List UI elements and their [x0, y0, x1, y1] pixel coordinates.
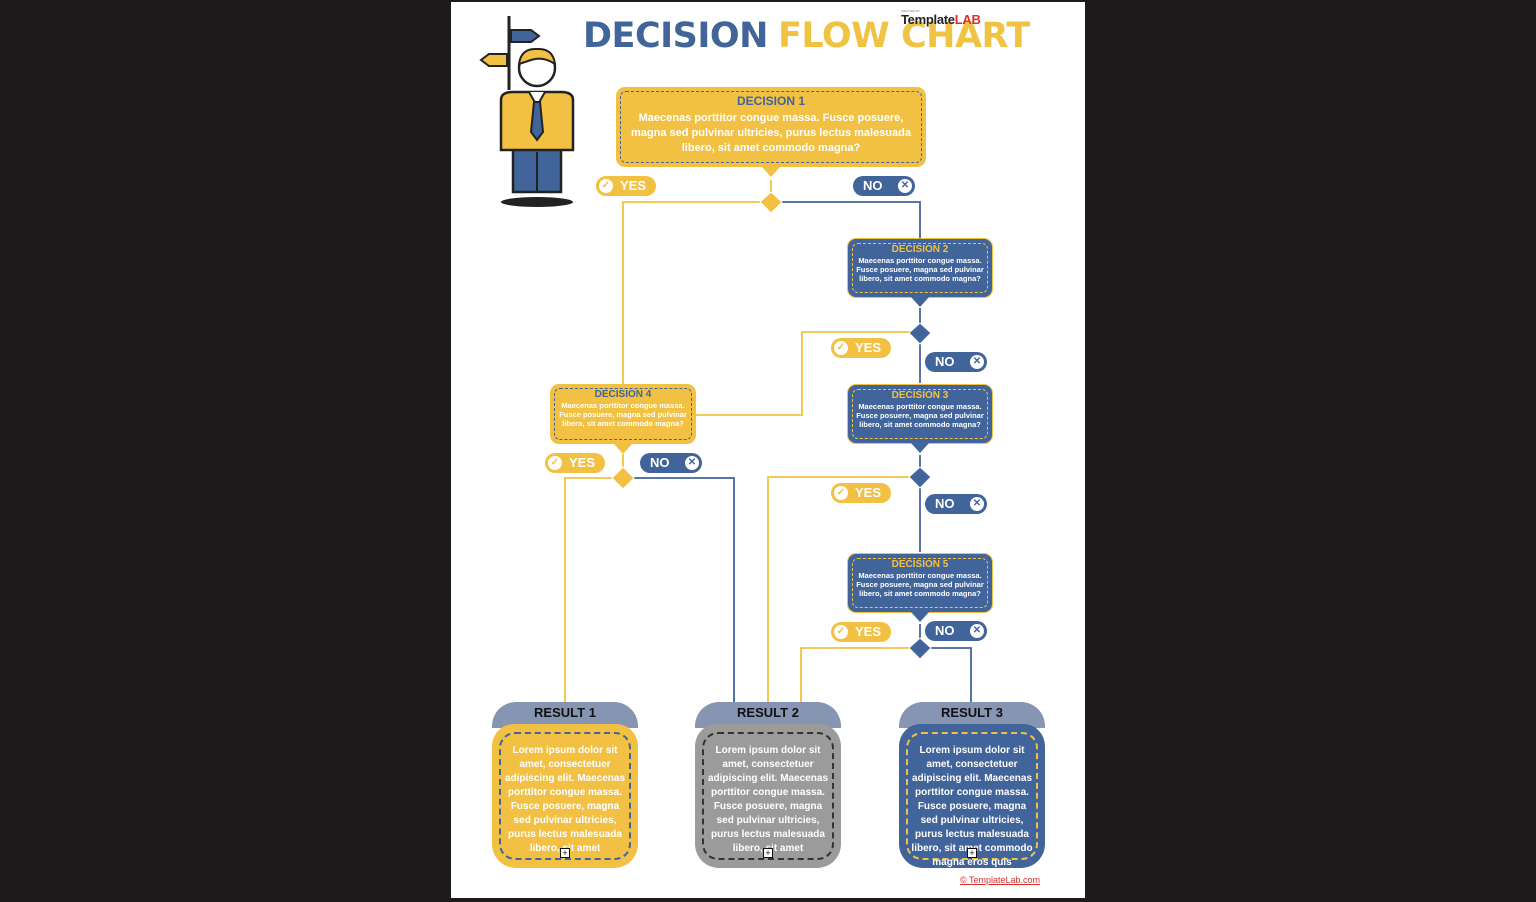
decision-4-box: DECISION 4 Maecenas porttitor congue mas… — [550, 384, 696, 454]
connector-d1-yes — [622, 201, 771, 384]
dashed-border — [620, 91, 922, 163]
no-label-d3: NO✕ — [925, 494, 987, 514]
businessman-signpost-icon — [479, 16, 575, 207]
dashed-border — [702, 732, 834, 860]
result-body: Lorem ipsum dolor sit amet, consectetuer… — [899, 724, 1045, 868]
brand-template: Template — [901, 12, 955, 27]
decision-title: DECISION 4 — [594, 389, 652, 400]
result-1-card: RESULT 1 Lorem ipsum dolor sit amet, con… — [492, 702, 638, 868]
decision-2-box: DECISION 2 Maecenas porttitor congue mas… — [847, 238, 993, 307]
result-title: RESULT 2 — [695, 702, 841, 728]
x-icon: ✕ — [969, 623, 985, 639]
title-flow-chart: FLOW CHART — [777, 16, 1030, 56]
dashed-border — [499, 732, 631, 860]
dashed-border — [554, 388, 692, 440]
result-2-card: RESULT 2 Lorem ipsum dolor sit amet, con… — [695, 702, 841, 868]
decision-1-box: DECISION 1 Maecenas porttitor congue mas… — [616, 87, 926, 177]
no-label-d2: NO✕ — [925, 352, 987, 372]
yes-label-d5: ✓YES — [831, 622, 891, 642]
result-3-card: RESULT 3 Lorem ipsum dolor sit amet, con… — [899, 702, 1045, 868]
x-icon: ✕ — [684, 455, 700, 471]
x-icon: ✕ — [969, 354, 985, 370]
diamond-d3 — [908, 466, 932, 489]
result-body: Lorem ipsum dolor sit amet, consectetuer… — [492, 724, 638, 868]
diamond-d5 — [908, 637, 932, 660]
speech-pointer — [762, 167, 780, 177]
decision-title: DECISION 1 — [736, 94, 805, 108]
dashed-border — [852, 389, 988, 439]
speech-pointer — [614, 444, 632, 454]
check-icon: ✓ — [833, 340, 849, 356]
speech-pointer — [911, 612, 929, 622]
connector-d5-no — [929, 647, 972, 702]
decision-text: Maecenas porttitor congue massa. Fusce p… — [856, 571, 984, 598]
connector-d5-yes — [800, 647, 911, 702]
result-body: Lorem ipsum dolor sit amet, consectetuer… — [695, 724, 841, 868]
dashed-border — [906, 732, 1038, 860]
decision-text: Maecenas porttitor congue massa. Fusce p… — [856, 256, 984, 283]
yes-label-d3: ✓YES — [831, 483, 891, 503]
brand-caption: CREATED BY — [901, 9, 920, 13]
connector-d3-yes — [767, 476, 911, 702]
result-title: RESULT 3 — [899, 702, 1045, 728]
yes-label-d2: ✓YES — [831, 338, 891, 358]
no-label-d4: NO✕ — [640, 453, 702, 473]
check-icon: ✓ — [833, 485, 849, 501]
no-label-d1: NO✕ — [853, 176, 915, 196]
plus-box-icon[interactable]: + — [763, 848, 773, 858]
x-icon: ✕ — [969, 496, 985, 512]
check-icon: ✓ — [598, 178, 614, 194]
diamond-d4 — [611, 466, 635, 490]
result-title: RESULT 1 — [492, 702, 638, 728]
plus-box-icon[interactable]: + — [560, 848, 570, 858]
speech-pointer — [911, 297, 929, 307]
brand-logo: TemplateLAB — [901, 12, 981, 27]
decision-text: Maecenas porttitor congue massa. Fusce p… — [856, 402, 984, 429]
x-icon: ✕ — [897, 178, 913, 194]
no-label-d5: NO✕ — [925, 621, 987, 641]
yes-label-d4: ✓YES — [545, 453, 605, 473]
decision-title: DECISION 2 — [891, 244, 949, 255]
decision-text: Maecenas porttitor congue massa. Fusce p… — [559, 401, 687, 428]
decision-text: Maecenas porttitor congue massa. Fusce p… — [631, 112, 911, 154]
decision-title: DECISION 3 — [891, 390, 949, 401]
connector-d4-no — [632, 477, 735, 702]
diamond-d1 — [759, 191, 783, 214]
result-text: Lorem ipsum dolor sit amet, consectetuer… — [707, 745, 829, 854]
dashed-border — [852, 243, 988, 293]
footer-link[interactable]: © TemplateLab.com — [960, 875, 1041, 885]
flow-connectors — [479, 16, 972, 702]
dashed-border — [852, 558, 988, 608]
connector-d2-yes — [695, 331, 911, 416]
check-icon: ✓ — [833, 624, 849, 640]
connector-d1-no — [771, 201, 921, 238]
result-text: Lorem ipsum dolor sit amet, consectetuer… — [504, 745, 626, 854]
brand-lab: LAB — [954, 12, 981, 27]
yes-label-d1: ✓YES — [596, 176, 656, 196]
speech-pointer — [911, 443, 929, 453]
decision-title: DECISION 5 — [891, 559, 949, 570]
connector-d4-yes — [564, 477, 614, 702]
decision-3-box: DECISION 3 Maecenas porttitor congue mas… — [847, 384, 993, 453]
plus-box-icon[interactable]: + — [967, 848, 977, 858]
diamond-d2 — [908, 322, 932, 345]
decision-5-box: DECISION 5 Maecenas porttitor congue mas… — [847, 553, 993, 622]
title-decision: DECISION — [583, 16, 768, 56]
check-icon: ✓ — [547, 455, 563, 471]
